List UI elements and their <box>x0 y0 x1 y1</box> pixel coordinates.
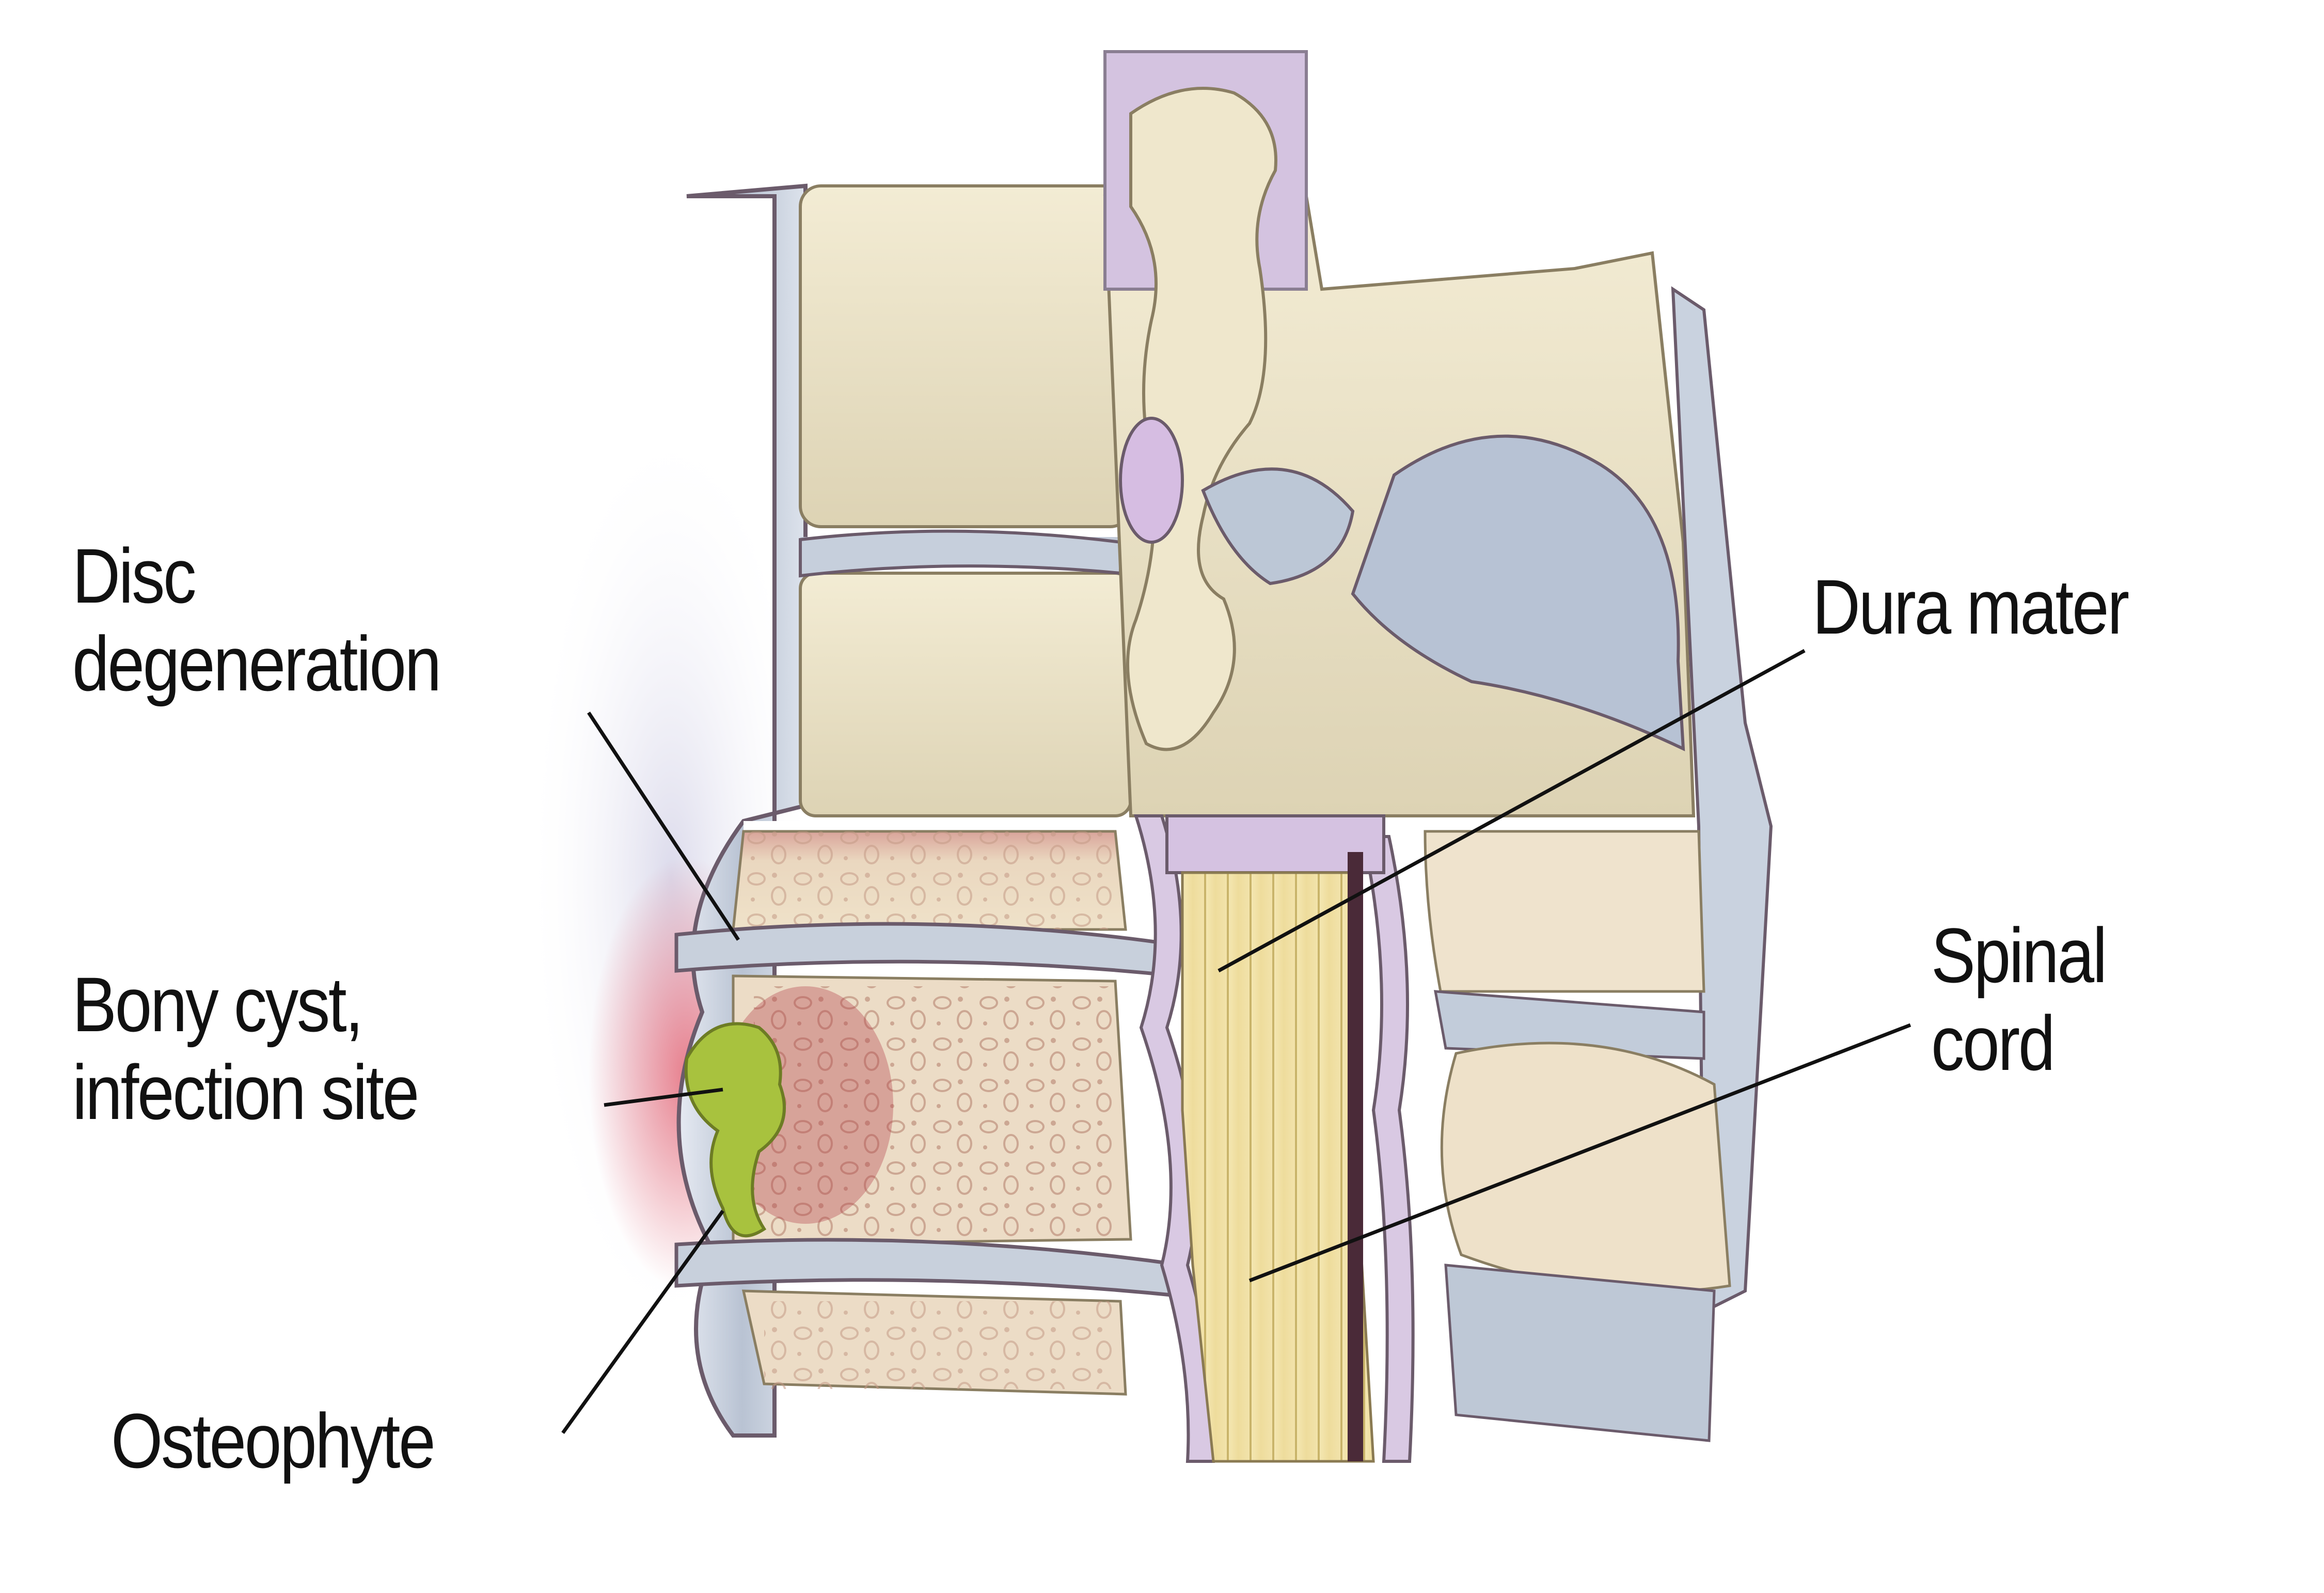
infected-vertebra-pores <box>754 986 1115 1239</box>
label-line: cord <box>1931 1000 2056 1086</box>
label-line: Bony cyst, <box>72 961 363 1048</box>
leader-osteophyte <box>561 1209 724 1434</box>
label-line: Spinal <box>1931 912 2107 999</box>
leader-dura-mater <box>1218 649 1806 973</box>
leader-bony-cyst <box>604 1087 723 1107</box>
cord-shadow <box>1348 852 1363 1461</box>
bony-cyst <box>684 1022 786 1238</box>
label-line: Osteophyte <box>111 1397 436 1484</box>
dura-mater-right <box>1361 835 1415 1463</box>
lamina-upper <box>1424 830 1705 993</box>
lower-vertebra-pores <box>764 1301 1115 1389</box>
label-bony-cyst: Bony cyst, infection site <box>72 960 419 1136</box>
label-spinal-cord: Spinal cord <box>1931 911 2107 1087</box>
leader-spinal-cord <box>1248 1023 1911 1283</box>
ligamentum-flavum <box>1351 434 1685 751</box>
lamina-lower <box>1440 1042 1731 1293</box>
ligamentum-flavum-upper <box>1201 467 1355 586</box>
label-line: infection site <box>72 1049 419 1135</box>
ligament-lower <box>1444 1264 1716 1442</box>
leader-disc-degeneration <box>587 712 740 941</box>
ligament-band <box>1433 990 1705 1060</box>
upper-disc-band <box>799 529 1122 578</box>
label-line: Dura mater <box>1812 563 2129 650</box>
label-line: degeneration <box>72 620 441 707</box>
label-line: Disc <box>72 532 197 619</box>
label-disc-degeneration: Disc degeneration <box>72 532 441 707</box>
cut-vertebra-top-pores <box>744 831 1115 929</box>
label-osteophyte: Osteophyte <box>111 1397 436 1485</box>
upper-vertebra-1 <box>799 184 1132 528</box>
facet-joint <box>1119 417 1184 544</box>
upper-vertebra-2 <box>799 572 1132 817</box>
label-dura-mater: Dura mater <box>1812 563 2129 651</box>
spinal-cord <box>1181 871 1375 1463</box>
